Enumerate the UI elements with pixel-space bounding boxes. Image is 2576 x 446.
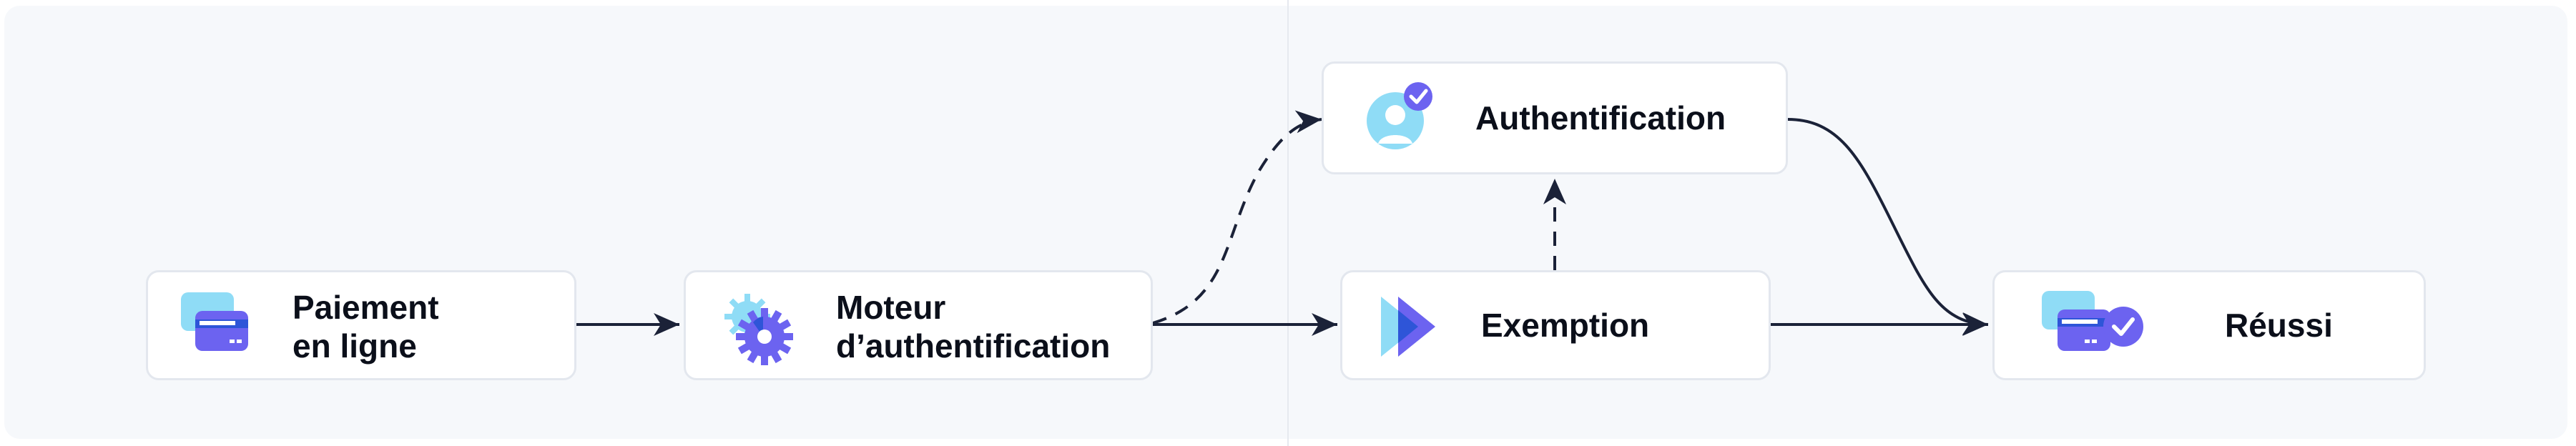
node-authentication: Authentification (1322, 61, 1788, 174)
edge-authentication-to-success (1787, 118, 1989, 335)
node-success: Réussi (1992, 270, 2426, 380)
node-exemption: Exemption (1340, 270, 1771, 380)
gears-icon (722, 289, 793, 365)
node-payment: Paiement en ligne (146, 270, 576, 380)
node-auth-engine: Moteur d’authentification (684, 270, 1153, 380)
node-authentication-label: Authentification (1475, 99, 1726, 137)
node-payment-label: Paiement en ligne (292, 289, 439, 365)
node-auth-engine-label: Moteur d’authentification (836, 289, 1111, 365)
card-check-icon (2042, 291, 2143, 362)
node-exemption-label: Exemption (1481, 307, 1650, 344)
card-icon (180, 289, 251, 361)
center-divider (1287, 0, 1289, 446)
user-check-icon (1367, 82, 1438, 154)
play-icon (1374, 291, 1445, 362)
node-success-label: Réussi (2225, 307, 2333, 344)
edge-engine-to-authentication (1152, 110, 1322, 324)
